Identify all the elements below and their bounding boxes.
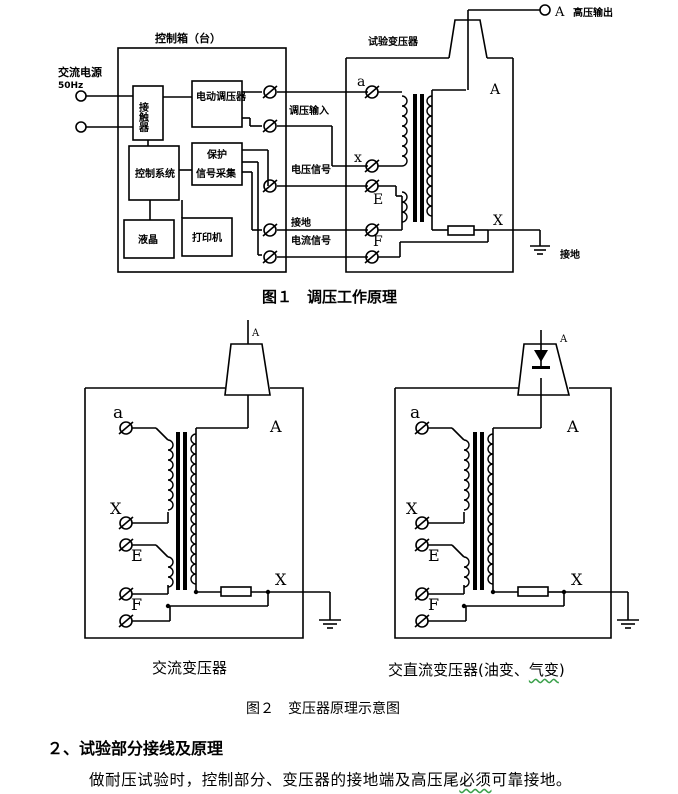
transformer-core (413, 94, 424, 222)
control-box (117, 47, 287, 273)
acdc-label-prefix: 交直流变压器(油变、 (388, 661, 529, 679)
acdc-primary-coil (463, 439, 470, 588)
acdc-terminal-F: F (428, 595, 439, 614)
paragraph-prefix: 做耐压试验时，控制部分、变压器的接地端及高压尾 (89, 771, 460, 789)
ac-bushing-label: A (251, 328, 260, 339)
protection-label: 保护 (206, 148, 227, 161)
acdc-bushing-label: A (559, 334, 568, 345)
acdc-transformer-diagram (394, 330, 639, 639)
terminal-F: F (373, 234, 383, 250)
printer-block (181, 217, 233, 257)
ac-terminal-a: a (113, 403, 123, 423)
paragraph-suffix: 可靠接地。 (491, 771, 573, 789)
acdc-transformer-label: 交直流变压器(油变、气变) (388, 659, 565, 680)
terminal-a: a (357, 74, 365, 90)
regulated-input-label: 调压输入 (289, 104, 329, 117)
terminal-x: x (354, 150, 362, 166)
section-heading: ２、试验部分接线及原理 (47, 739, 224, 758)
ac-terminal-A: A (269, 417, 282, 436)
terminal-A: A (489, 82, 501, 98)
acdc-terminal-E: E (428, 546, 440, 565)
secondary-coil (426, 95, 433, 217)
motor-regulator-block (191, 80, 243, 128)
ac-transformer-core (176, 432, 180, 590)
terminal-E: E (373, 192, 383, 208)
ac-transformer-label: 交流变压器 (152, 659, 227, 677)
primary-coil (401, 95, 408, 223)
ac-terminal-X-low: X (110, 499, 122, 518)
hv-output-label: 高压输出 (573, 6, 613, 19)
ac-terminal-E: E (131, 546, 143, 565)
control-box-title: 控制箱（台） (155, 31, 221, 45)
lcd-label: 液晶 (138, 233, 158, 246)
printer-label: 打印机 (192, 231, 222, 244)
acdc-transformer-core (473, 432, 477, 590)
ac-source-label: 交流电源 (58, 65, 102, 79)
terminal-X: X (493, 213, 503, 229)
voltage-signal-label: 电压信号 (291, 163, 331, 176)
acdc-terminal-X: X (571, 570, 583, 589)
body-paragraph: 做耐压试验时，控制部分、变压器的接地端及高压尾必须可靠接地。 (89, 768, 572, 790)
ground-label: 接地 (291, 216, 311, 229)
current-signal-label: 电流信号 (291, 234, 331, 247)
protection-block (191, 142, 243, 186)
figure-2-caption: 图２ 变压器原理示意图 (246, 700, 400, 717)
figure-1-caption: 图１ 调压工作原理 (262, 288, 397, 306)
acdc-terminal-A: A (566, 417, 579, 436)
motor-regulator-label: 电动调压器 (196, 90, 247, 103)
hv-output-terminal: A (554, 5, 565, 20)
test-transformer-title: 试验变压器 (368, 35, 419, 48)
acdc-terminal-a: a (410, 403, 420, 423)
ac-transformer-diagram (84, 320, 341, 639)
paragraph-squiggle: 必须 (459, 771, 492, 789)
ac-terminal-F: F (131, 595, 142, 614)
acdc-transformer-core-2 (480, 432, 484, 590)
signal-acq-label: 信号采集 (196, 167, 237, 180)
ac-primary-coil (167, 439, 174, 588)
ground-right-label: 接地 (560, 248, 580, 261)
ac-source-freq: 50Hz (58, 81, 83, 91)
lcd-block (123, 219, 175, 259)
acdc-label-suffix: ) (558, 661, 565, 679)
ac-secondary-coil (190, 433, 197, 585)
control-system-block (128, 145, 180, 201)
ac-terminal-X: X (275, 570, 287, 589)
acdc-terminal-X-low: X (406, 499, 418, 518)
acdc-label-squiggle: 气变 (528, 661, 559, 679)
acdc-secondary-coil (487, 433, 494, 585)
ac-transformer-core-2 (183, 432, 187, 590)
contactor-label: 接触器 (137, 101, 150, 133)
control-system-label: 控制系统 (135, 167, 175, 180)
